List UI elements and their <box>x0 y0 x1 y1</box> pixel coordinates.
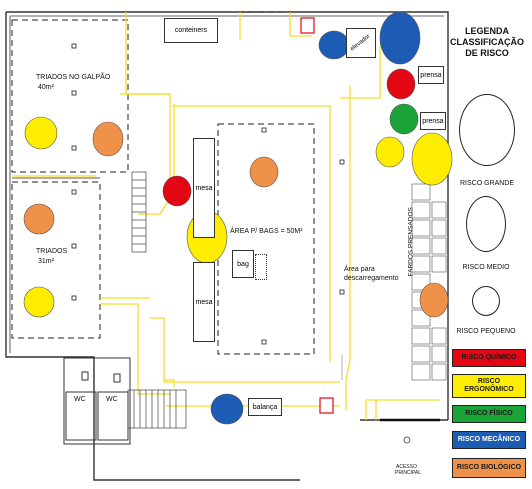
building-walls <box>5 11 449 481</box>
physical-risk-marker-press <box>389 103 419 135</box>
legend-badge-label: RISCO FÍSICO <box>465 410 513 417</box>
table-label-1: mesa <box>195 184 213 192</box>
legend-badge-3: RISCO FÍSICO <box>452 405 526 423</box>
legend-circle-large <box>459 94 515 166</box>
biological-risk-marker-sorted-top <box>23 203 55 235</box>
bag-scale-grid <box>255 254 267 280</box>
chemical-risk-marker-table <box>162 175 192 207</box>
table-label-2: mesa <box>195 298 213 306</box>
ergonomic-risk-marker-press-small <box>375 136 405 168</box>
legend-size-medium-label: RISCO MEDIO <box>462 264 510 271</box>
legend-badge-label: RISCO MECÂNICO <box>457 436 521 443</box>
legend-title-line-2: CLASSIFICAÇÃO <box>450 37 524 47</box>
pressed-bales-label: FARDOS PRENSADOS <box>407 207 415 277</box>
bag-box: bag <box>232 250 254 278</box>
legend-badge-2: RISCO ERGONÔMICO <box>452 374 526 398</box>
stairs-upper <box>131 171 147 253</box>
containers-label: conteiners <box>174 27 208 34</box>
ergonomic-risk-marker-sorted-bottom <box>23 286 55 318</box>
legend-badge-label: RISCO BIOLÓGICO <box>456 464 522 471</box>
bags-area-label: ÁREA P/ BAGS = 50M² <box>230 228 303 235</box>
bag-label: bag <box>237 260 249 268</box>
legend-badge-label: RISCO ERGONÔMICO <box>464 378 514 393</box>
sorted-warehouse-title: TRIADOS NO GALPÃO <box>36 74 111 81</box>
table-box-2: mesa <box>193 262 215 342</box>
wc-label-1: WC <box>74 396 86 403</box>
ergonomic-risk-marker-press-large <box>411 132 453 186</box>
main-access-label-1: ACESSO <box>396 464 417 470</box>
stairs-lower <box>127 389 187 429</box>
legend-badge-label: RISCO QUÍMICO <box>461 354 517 361</box>
sorted-area: 31m² <box>38 258 54 265</box>
biological-risk-marker-bags <box>249 156 279 188</box>
legend-circle-small <box>472 286 500 316</box>
unloading-area-label-2: descarregamento <box>344 275 399 282</box>
sorted-zone <box>11 181 101 339</box>
legend-size-large-label: RISCO GRANDE <box>459 180 515 187</box>
pressed-bales-stack <box>411 183 447 381</box>
sorted-title: TRIADOS <box>36 248 68 255</box>
press-label-2: prensa <box>422 117 444 125</box>
main-access-marker <box>403 436 411 444</box>
chemical-risk-marker-press <box>386 68 416 100</box>
bathroom-block <box>63 357 131 445</box>
sorted-warehouse-zone <box>11 19 129 173</box>
hydrant-box-bottom <box>319 397 334 414</box>
mechanical-risk-marker-elevator-small <box>318 30 350 60</box>
legend-title: LEGENDA CLASSIFICAÇÃO DE RISCO <box>445 26 529 59</box>
press-box-1: prensa <box>418 66 444 84</box>
legend-badge-5: RISCO BIOLÓGICO <box>452 458 526 478</box>
press-label-1: prensa <box>420 71 442 79</box>
legend-circle-medium <box>466 196 506 252</box>
walkway-lines <box>100 12 381 410</box>
bags-zone <box>217 123 315 355</box>
scale-box: balança <box>248 398 282 416</box>
elevator-label: elevador <box>350 33 372 53</box>
legend-badge-4: RISCO MECÂNICO <box>452 431 526 449</box>
scale-label: balança <box>252 403 278 411</box>
table-box-1: mesa <box>193 138 215 238</box>
press-box-2: prensa <box>420 112 446 130</box>
containers-box: conteiners <box>164 18 218 43</box>
biological-risk-marker-bales <box>419 282 449 318</box>
biological-risk-marker-warehouse-right <box>92 121 124 157</box>
main-access-label-2: PRINCIPAL <box>395 470 422 476</box>
ergonomic-risk-marker-warehouse-left <box>24 116 58 150</box>
legend-size-small-label: RISCO PEQUENO <box>456 328 516 335</box>
legend-badge-1: RISCO QUÍMICO <box>452 349 526 367</box>
unloading-area-label-1: Área para <box>344 266 375 273</box>
wc-label-2: WC <box>106 396 118 403</box>
mechanical-risk-marker-scale <box>210 393 244 425</box>
mechanical-risk-marker-elevator-large <box>379 11 421 65</box>
legend-title-line-1: LEGENDA <box>464 26 509 36</box>
hydrant-box-top <box>300 17 315 34</box>
elevator-box: elevador <box>346 28 376 58</box>
legend-title-line-3: DE RISCO <box>465 48 509 58</box>
pillars <box>71 43 345 345</box>
sorted-warehouse-area: 40m² <box>38 84 54 91</box>
